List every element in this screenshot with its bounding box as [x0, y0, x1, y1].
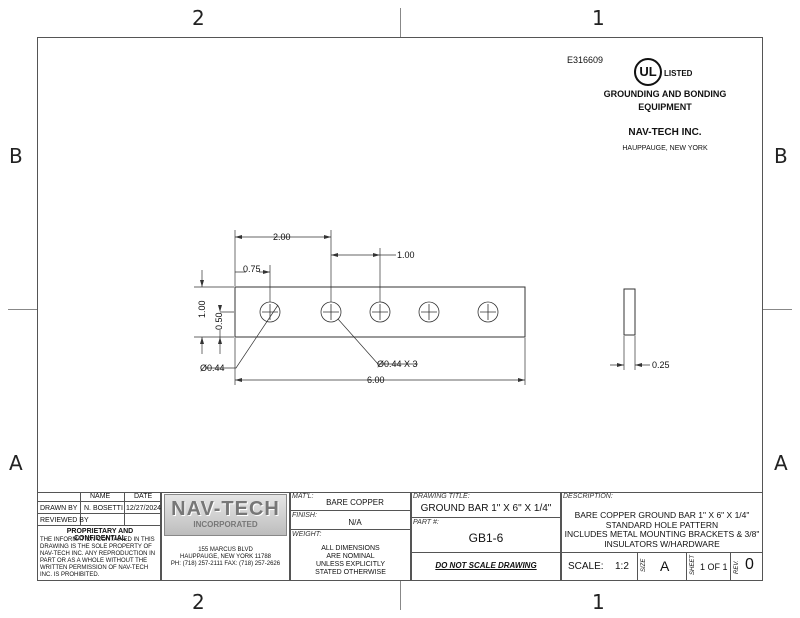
weight-label: WEIGHT: — [292, 531, 322, 538]
address-line3: PH: (718) 257-2111 FAX: (718) 257-2626 — [170, 561, 281, 567]
drawing-title-label: DRAWING TITLE: — [413, 493, 470, 500]
dim-2-00: 2.00 — [273, 232, 291, 242]
zone-number-top-right: 1 — [592, 6, 605, 30]
finish-value: N/A — [348, 518, 362, 527]
nominal-note: ALL DIMENSIONS ARE NOMINAL UNLESS EXPLIC… — [315, 545, 386, 576]
zone-number-top-left: 2 — [192, 6, 205, 30]
date-header: DATE — [134, 493, 153, 500]
material-value: BARE COPPER — [326, 498, 384, 507]
dim-0-75: 0.75 — [243, 264, 261, 274]
bar-side-view — [623, 288, 636, 336]
drawn-by-value: N. BOSETTI — [84, 505, 123, 512]
zone-tick-left — [8, 309, 37, 310]
zone-number-bottom-right: 1 — [592, 590, 605, 614]
dim-hole-dia: Ø0.44 — [200, 363, 225, 373]
drawing-title-value: GROUND BAR 1" X 6" X 1/4" — [420, 503, 552, 514]
revision-label: REV. — [734, 560, 740, 574]
proprietary-title: PROPRIETARY AND CONFIDENTIAL — [66, 528, 134, 542]
material-cell — [290, 492, 411, 581]
zone-letter-left-lower: A — [9, 451, 23, 475]
drawn-by-label: DRAWN BY — [40, 505, 78, 512]
ul-logo: UL — [634, 58, 662, 86]
dim-0-25: 0.25 — [652, 360, 670, 370]
reviewed-by-label: REVIEWED BY — [40, 517, 89, 524]
dim-0-50-vertical: 0.50 — [214, 312, 224, 330]
dim-1-00-vertical: 1.00 — [197, 300, 207, 318]
size-value: A — [660, 558, 670, 574]
approval-table — [37, 492, 161, 581]
cert-line1: GROUNDING AND BONDING — [603, 89, 727, 99]
cert-line2: EQUIPMENT — [638, 102, 692, 112]
description-cell — [561, 492, 763, 581]
finish-label: FINISH: — [292, 512, 317, 519]
name-header: NAME — [90, 493, 111, 500]
company-cell — [161, 492, 290, 581]
logo-sub-text: INCORPORATED — [193, 520, 258, 529]
zone-letter-right-upper: B — [774, 144, 788, 168]
logo-main-text: NAV-TECH — [171, 498, 280, 520]
size-label: SIZE — [641, 558, 647, 572]
part-number-label: PART #: — [413, 519, 439, 526]
revision-value: 0 — [745, 556, 754, 573]
zone-letter-right-lower: A — [774, 451, 788, 475]
dim-6-00: 6.00 — [367, 375, 385, 385]
zone-tick-top — [400, 8, 401, 37]
cert-company: NAV-TECH INC. — [628, 127, 702, 138]
company-address: 155 MARCUS BLVD HAUPPAUGE, NEW YORK 1178… — [161, 547, 290, 568]
hole-5 — [477, 301, 499, 323]
cert-location: HAUPPAUGE, NEW YORK — [622, 145, 708, 152]
company-logo: NAV-TECH INCORPORATED — [164, 494, 287, 536]
drawn-date-value: 12/27/2024 — [126, 505, 162, 512]
title-cell — [411, 492, 561, 581]
sheet-value: 1 OF 1 — [700, 562, 728, 572]
address-line2: HAUPPAUGE, NEW YORK 11788 — [179, 554, 272, 560]
sheet-label: SHEET — [690, 554, 696, 575]
address-line1: 155 MARCUS BLVD — [198, 547, 253, 553]
dim-1-00-horizontal: 1.00 — [397, 250, 415, 260]
part-number-value: GB1-6 — [468, 531, 504, 545]
zone-letter-left-upper: B — [9, 144, 23, 168]
dim-hole-dia-x3: Ø0.44 X 3 — [377, 359, 418, 369]
zone-tick-right — [763, 309, 792, 310]
hole-4 — [418, 301, 440, 323]
ul-listed-text: LISTED — [664, 69, 693, 78]
zone-tick-bottom — [400, 581, 401, 610]
description-label: DESCRIPTION: — [563, 493, 613, 500]
zone-number-bottom-left: 2 — [192, 590, 205, 614]
scale-label: SCALE: — [568, 561, 604, 572]
material-label: MAT'L: — [292, 493, 314, 500]
scale-value: 1:2 — [615, 561, 629, 572]
description-text: BARE COPPER GROUND BAR 1" X 6" X 1/4" ST… — [564, 510, 760, 549]
do-not-scale-note: DO NOT SCALE DRAWING — [435, 561, 537, 570]
proprietary-text: THE INFORMATION CONTAINED IN THIS DRAWIN… — [40, 537, 156, 578]
cert-number: E316609 — [567, 55, 604, 65]
